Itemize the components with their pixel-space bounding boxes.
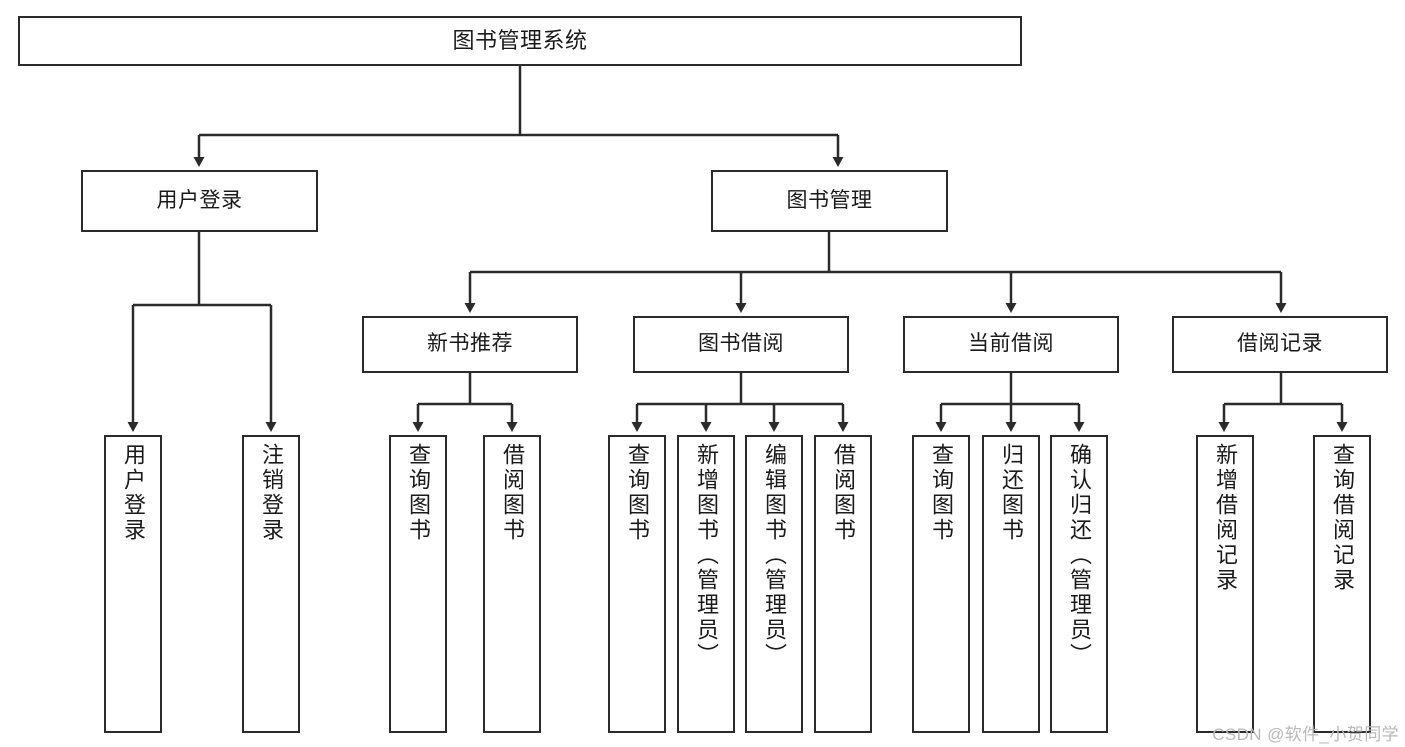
node-current-borrow[interactable]: 当前借阅: [903, 316, 1119, 373]
node-book-manage-label: 图书管理: [786, 188, 873, 212]
node-user-login[interactable]: 用户登录: [81, 170, 318, 232]
node-leaf-query-book-c[interactable]: 查询图书: [912, 435, 970, 733]
node-book-manage[interactable]: 图书管理: [711, 170, 948, 232]
node-leaf-borrow-book-b-label: 借阅图书: [831, 443, 856, 543]
node-leaf-borrow-book-b[interactable]: 借阅图书: [814, 435, 872, 733]
node-borrow-record[interactable]: 借阅记录: [1172, 316, 1388, 373]
csdn-watermark: CSDN @软件_小贺同学: [1212, 725, 1399, 744]
node-leaf-add-book-label: 新增图书（管理员）: [694, 443, 719, 668]
node-root[interactable]: 图书管理系统: [18, 16, 1022, 66]
node-new-book-recommend[interactable]: 新书推荐: [362, 316, 578, 373]
node-leaf-user-login-label: 用户登录: [121, 443, 146, 543]
node-leaf-borrow-book-a[interactable]: 借阅图书: [483, 435, 541, 733]
node-leaf-query-book-b-label: 查询图书: [625, 443, 650, 543]
node-leaf-logout[interactable]: 注销登录: [242, 435, 300, 733]
node-new-book-recommend-label: 新书推荐: [427, 332, 513, 356]
node-leaf-query-record[interactable]: 查询借阅记录: [1313, 435, 1371, 733]
node-borrow-record-label: 借阅记录: [1237, 332, 1323, 356]
node-root-label: 图书管理系统: [452, 28, 588, 54]
node-user-login-label: 用户登录: [156, 188, 243, 212]
node-current-borrow-label: 当前借阅: [968, 332, 1054, 356]
node-leaf-return-book[interactable]: 归还图书: [982, 435, 1040, 733]
node-leaf-user-login[interactable]: 用户登录: [104, 435, 162, 733]
node-leaf-logout-label: 注销登录: [259, 443, 284, 543]
node-leaf-return-book-label: 归还图书: [999, 443, 1024, 543]
node-leaf-borrow-book-a-label: 借阅图书: [500, 443, 525, 543]
node-leaf-query-book-a-label: 查询图书: [406, 443, 431, 543]
node-leaf-query-book-b[interactable]: 查询图书: [608, 435, 666, 733]
node-leaf-query-book-c-label: 查询图书: [929, 443, 954, 543]
node-leaf-add-book[interactable]: 新增图书（管理员）: [677, 435, 735, 733]
node-leaf-add-record[interactable]: 新增借阅记录: [1196, 435, 1254, 733]
node-leaf-edit-book[interactable]: 编辑图书（管理员）: [745, 435, 803, 733]
node-book-borrow-label: 图书借阅: [698, 332, 784, 356]
node-leaf-add-record-label: 新增借阅记录: [1213, 443, 1238, 593]
node-book-borrow[interactable]: 图书借阅: [633, 316, 849, 373]
node-leaf-edit-book-label: 编辑图书（管理员）: [762, 443, 787, 668]
node-leaf-query-book-a[interactable]: 查询图书: [389, 435, 447, 733]
node-leaf-confirm-return[interactable]: 确认归还（管理员）: [1050, 435, 1108, 733]
node-leaf-query-record-label: 查询借阅记录: [1330, 443, 1355, 593]
node-leaf-confirm-return-label: 确认归还（管理员）: [1067, 443, 1092, 668]
